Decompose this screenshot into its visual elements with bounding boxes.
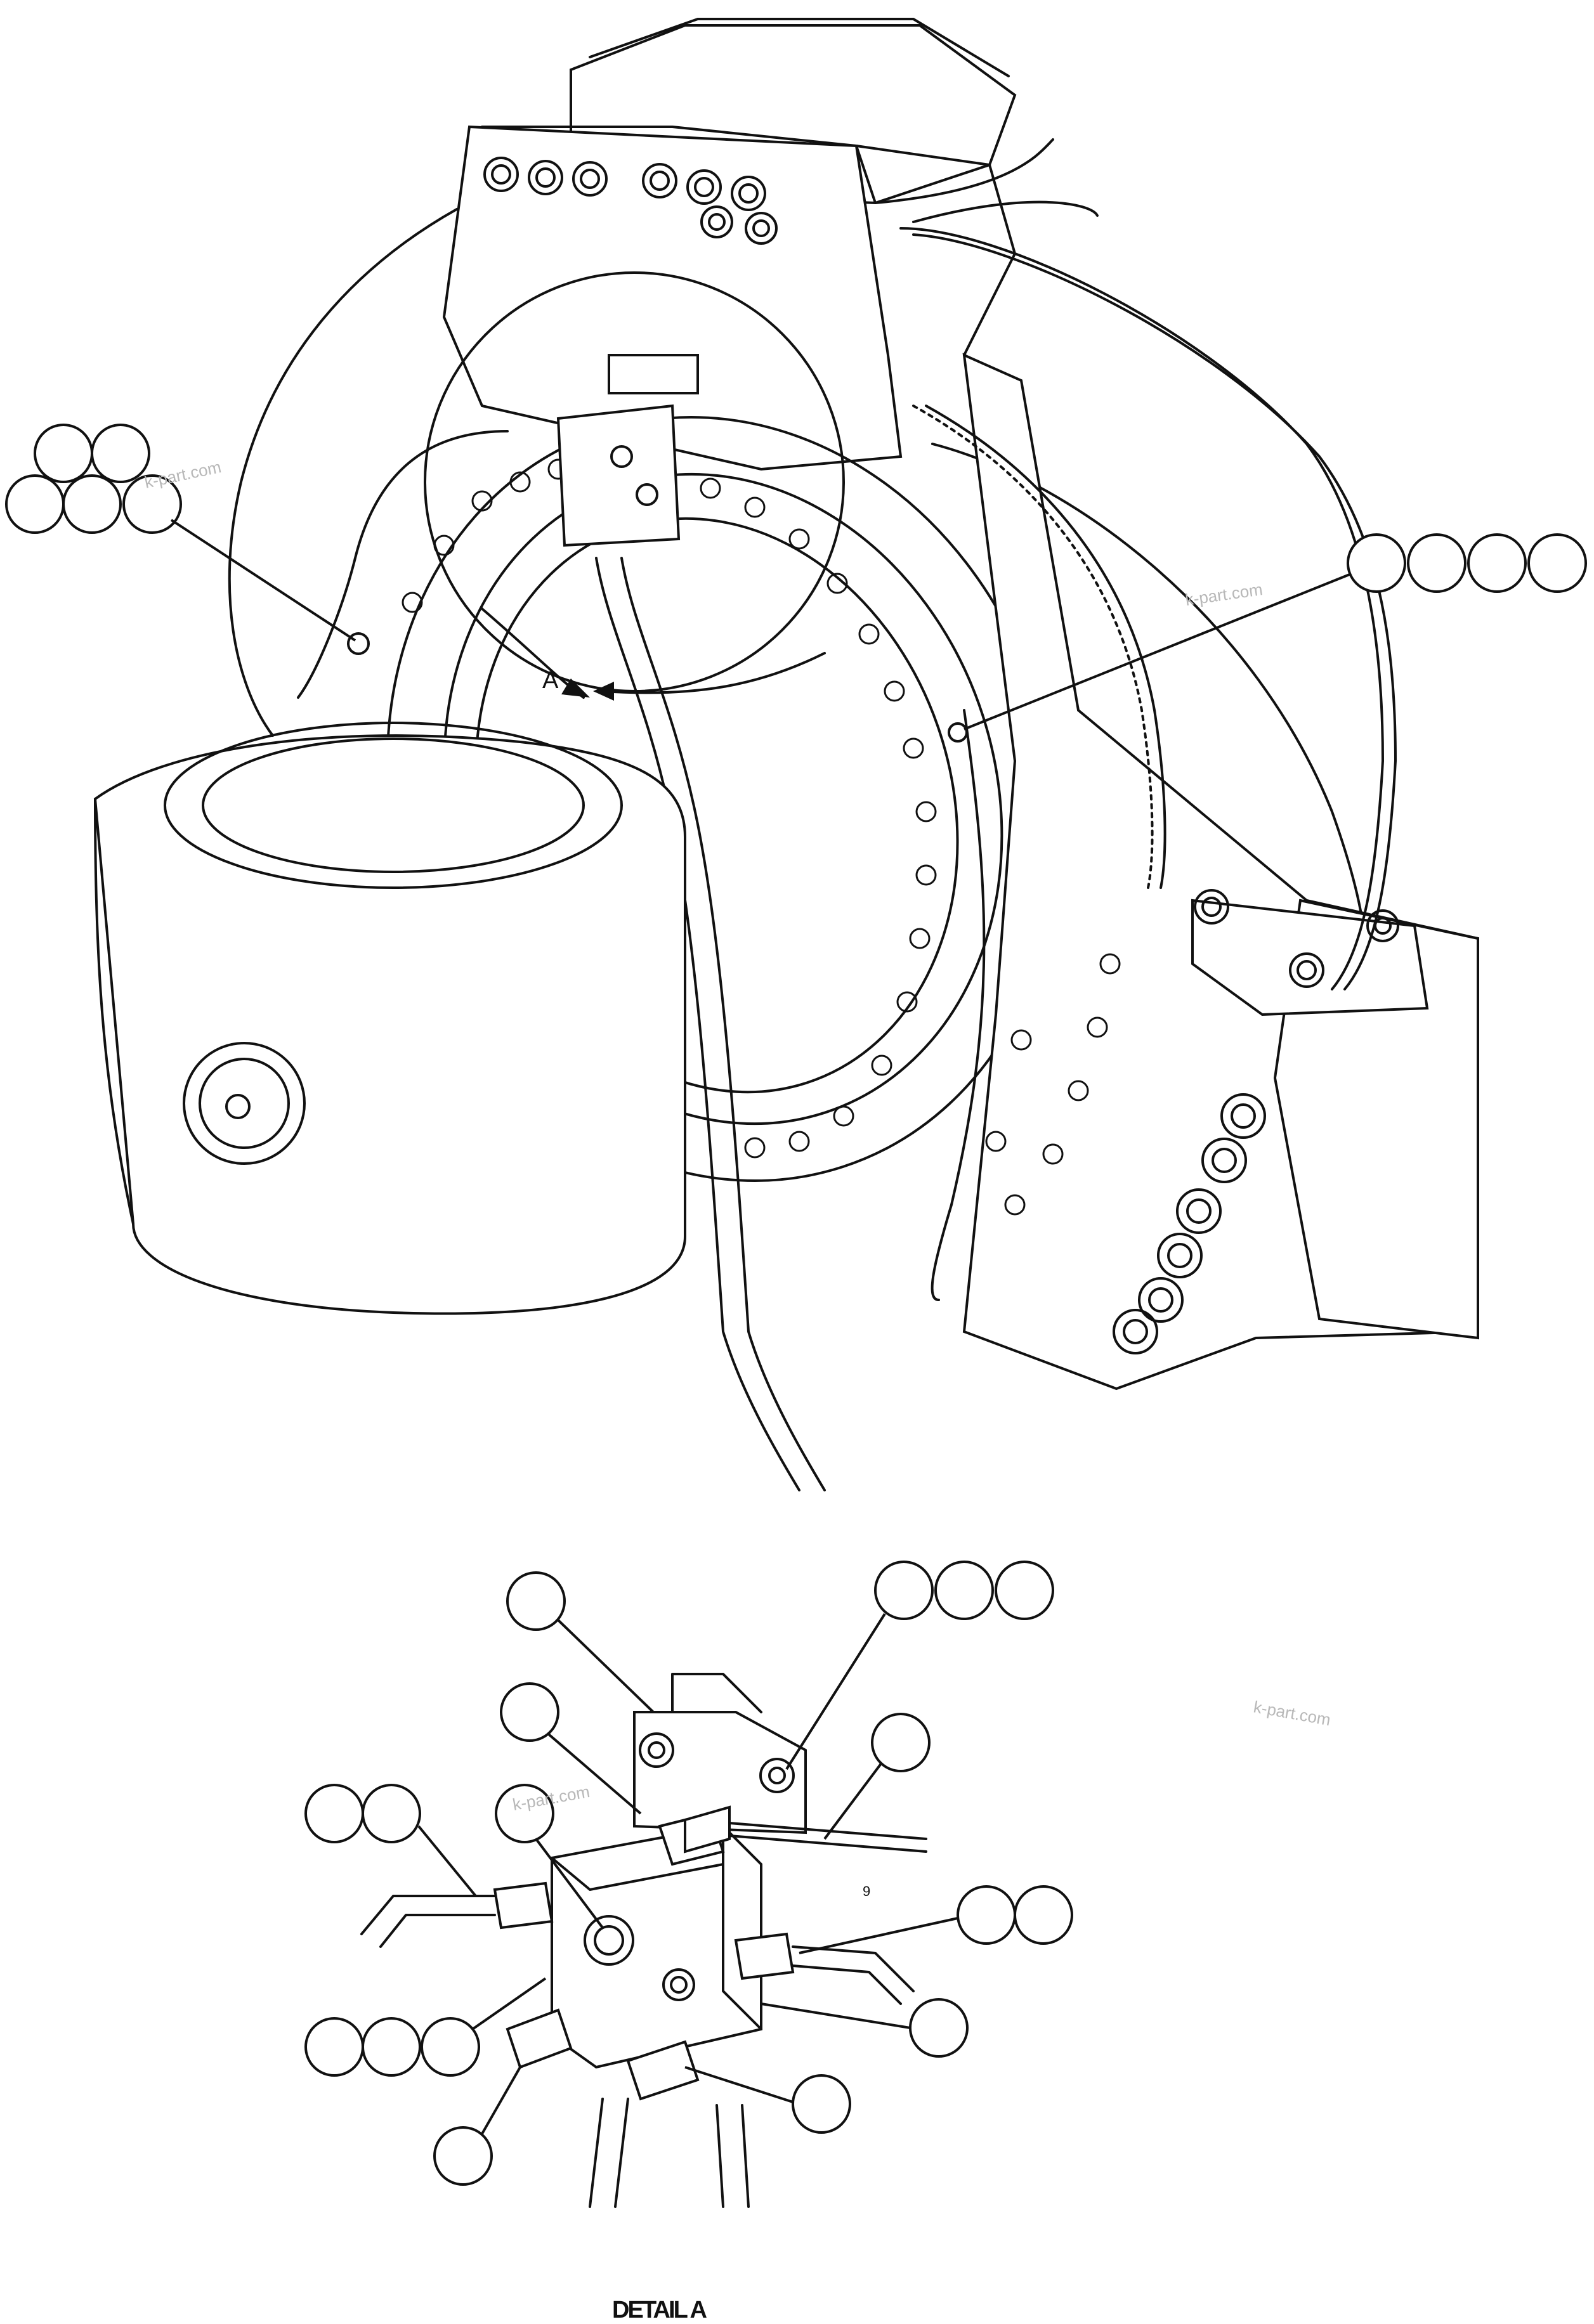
detail-fittings: 9: [360, 1805, 927, 2208]
watermark: k-part.com: [1252, 1697, 1332, 1729]
callout-17: [362, 1784, 421, 1843]
callout-15: [871, 1713, 931, 1772]
callout-20: [1014, 1885, 1073, 1945]
callout-4: [62, 474, 122, 534]
callout-26: [433, 2126, 493, 2186]
callout-18: [495, 1784, 554, 1843]
watermark: k-part.com: [143, 457, 223, 492]
callout-25: [792, 2074, 851, 2134]
callout-21: [304, 2017, 364, 2077]
callout-22: [362, 2017, 421, 2077]
watermark: k-part.com: [1184, 580, 1264, 609]
callouts-main: [5, 424, 1587, 743]
callout-7: [1407, 533, 1467, 593]
detail-a-view: 9: [304, 1561, 1073, 2323]
arm-bolts: [1113, 889, 1399, 1354]
callout-3: [5, 474, 65, 534]
detail-title: DETAIL A: [612, 2297, 707, 2323]
callout-9: [1527, 533, 1587, 593]
callout-16: [304, 1784, 364, 1843]
detail-part-label: 9: [863, 1883, 870, 1899]
callout-10: [506, 1571, 566, 1631]
callout-19: [957, 1885, 1016, 1945]
arm-holes: [985, 953, 1121, 1216]
callout-1: [34, 424, 93, 483]
callout-5: [122, 474, 182, 534]
callout-24: [909, 1998, 969, 2058]
callout-6: [1347, 533, 1406, 593]
flange-holes: [402, 458, 937, 1159]
callout-11: [874, 1561, 934, 1620]
coil-spring: [912, 405, 1166, 889]
callout-12: [934, 1561, 994, 1620]
detail-circle-a: A: [424, 271, 845, 701]
callout-13: [995, 1561, 1054, 1620]
top-bolt-row: [483, 157, 778, 245]
top-housing: [442, 18, 1017, 471]
right-arm: [962, 353, 1479, 1391]
callout-14: [500, 1682, 559, 1742]
callout-23: [421, 2017, 480, 2077]
hub: [93, 722, 686, 1315]
callout-2: [91, 424, 150, 483]
view-label-a: A: [542, 667, 559, 694]
valve-block-main: [556, 354, 699, 547]
detail-valve-body: [551, 1824, 762, 2069]
main-assembly-view: A: [5, 18, 1587, 1491]
callouts-detail: [304, 1561, 1073, 2186]
callout-8: [1467, 533, 1527, 593]
